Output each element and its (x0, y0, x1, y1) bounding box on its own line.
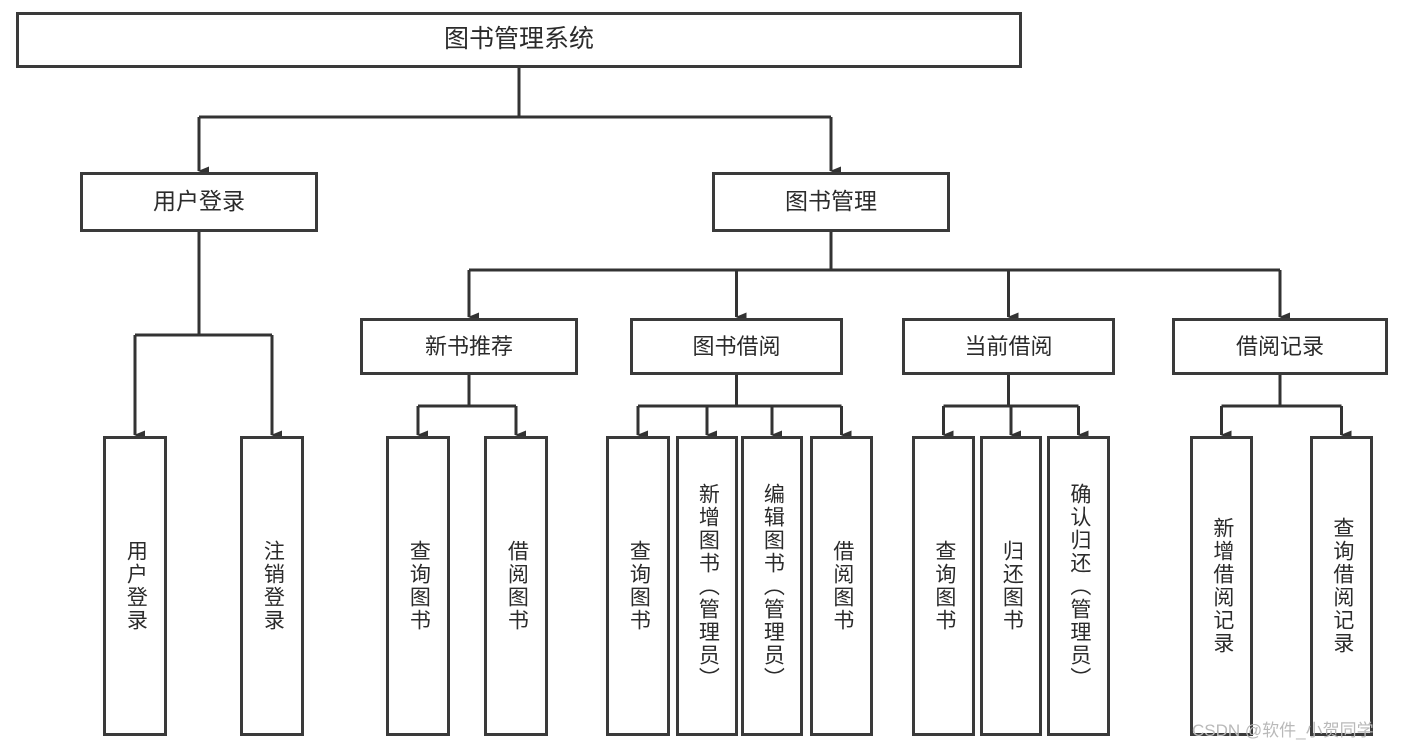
node-leaf-edit-book[interactable]: 编辑图书（管理员） (741, 436, 803, 736)
node-label-leaf-query-book-1: 查询图书 (407, 540, 431, 632)
node-book-manage[interactable]: 图书管理 (712, 172, 950, 232)
node-leaf-query-record[interactable]: 查询借阅记录 (1310, 436, 1373, 736)
node-label-book-manage: 图书管理 (785, 188, 877, 215)
node-book-borrow[interactable]: 图书借阅 (630, 318, 843, 375)
node-label-leaf-logout: 注销登录 (261, 540, 285, 632)
node-user-login[interactable]: 用户登录 (80, 172, 318, 232)
node-leaf-logout[interactable]: 注销登录 (240, 436, 304, 736)
node-label-current-borrow: 当前借阅 (964, 333, 1053, 359)
node-label-leaf-add-record: 新增借阅记录 (1210, 517, 1234, 655)
node-label-new-book-rec: 新书推荐 (424, 333, 513, 359)
node-label-borrow-records: 借阅记录 (1235, 333, 1324, 359)
node-label-root: 图书管理系统 (443, 25, 594, 54)
connector-paths (133, 68, 1352, 440)
node-label-leaf-return-book: 归还图书 (1000, 540, 1024, 632)
node-leaf-query-book-2[interactable]: 查询图书 (606, 436, 670, 736)
node-label-leaf-query-record: 查询借阅记录 (1330, 517, 1354, 655)
node-label-user-login: 用户登录 (153, 188, 245, 215)
node-label-leaf-edit-book: 编辑图书（管理员） (761, 482, 785, 690)
node-leaf-confirm-return[interactable]: 确认归还（管理员） (1047, 436, 1110, 736)
node-leaf-borrow-book-2[interactable]: 借阅图书 (810, 436, 873, 736)
node-leaf-user-login[interactable]: 用户登录 (103, 436, 167, 736)
node-leaf-query-book-3[interactable]: 查询图书 (912, 436, 975, 736)
node-leaf-query-book-1[interactable]: 查询图书 (386, 436, 450, 736)
node-label-leaf-user-login: 用户登录 (124, 540, 148, 632)
node-leaf-add-record[interactable]: 新增借阅记录 (1190, 436, 1253, 736)
node-leaf-return-book[interactable]: 归还图书 (980, 436, 1042, 736)
node-leaf-add-book[interactable]: 新增图书（管理员） (676, 436, 738, 736)
node-borrow-records[interactable]: 借阅记录 (1172, 318, 1388, 375)
watermark-text: CSDN @软件_小贺同学 (1192, 721, 1374, 740)
node-label-leaf-confirm-return: 确认归还（管理员） (1067, 482, 1091, 690)
node-label-leaf-borrow-book-2: 借阅图书 (830, 540, 854, 632)
node-label-book-borrow: 图书借阅 (692, 333, 781, 359)
node-label-leaf-borrow-book-1: 借阅图书 (505, 540, 529, 632)
node-label-leaf-query-book-3: 查询图书 (932, 540, 956, 632)
node-root[interactable]: 图书管理系统 (16, 12, 1022, 68)
node-label-leaf-add-book: 新增图书（管理员） (696, 482, 720, 690)
node-label-leaf-query-book-2: 查询图书 (627, 540, 651, 632)
node-new-book-rec[interactable]: 新书推荐 (360, 318, 578, 375)
node-current-borrow[interactable]: 当前借阅 (902, 318, 1115, 375)
node-leaf-borrow-book-1[interactable]: 借阅图书 (484, 436, 548, 736)
